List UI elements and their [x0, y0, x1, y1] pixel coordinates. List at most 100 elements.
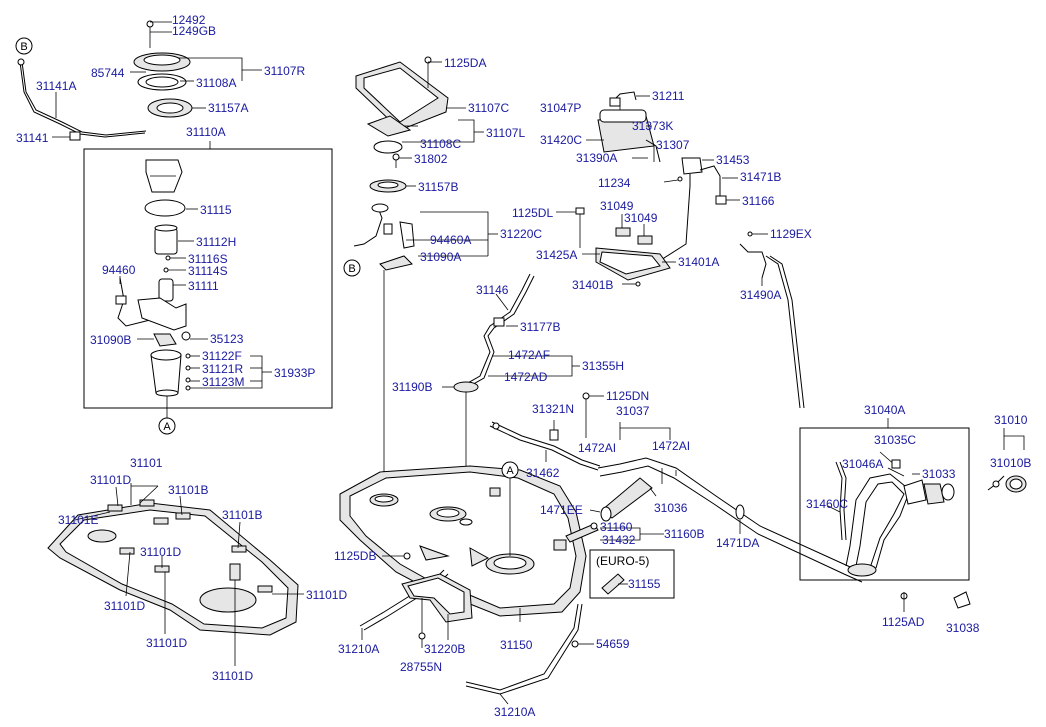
label-31211: 31211: [652, 89, 685, 103]
label-31401b: 31401B: [572, 278, 613, 292]
label-31425a: 31425A: [536, 248, 577, 262]
label-54659: 54659: [596, 637, 630, 651]
label-31157a: 31157A: [208, 101, 248, 115]
label-31110a: 31110A: [186, 125, 226, 139]
label-1125dl: 1125DL: [512, 206, 553, 220]
label-31101d-e: 31101D: [146, 636, 187, 650]
label-94460: 94460: [102, 263, 136, 277]
label-31046a: 31046A: [842, 457, 883, 471]
svg-text:B: B: [348, 263, 355, 275]
label-31401a: 31401A: [678, 255, 719, 269]
label-31107l: 31107L: [486, 126, 525, 140]
label-31432: 31432: [602, 533, 636, 547]
label-31121r: 31121R: [202, 362, 243, 376]
label-31049-a: 31049: [600, 199, 634, 213]
label-31101d-d: 31101D: [306, 588, 347, 602]
label-31355h: 31355H: [582, 359, 624, 373]
label-1249gb: 1249GB: [172, 24, 216, 38]
label-31307: 31307: [656, 138, 690, 152]
tank-cover-group: [355, 56, 484, 193]
label-31460c: 31460C: [806, 497, 848, 511]
label-31166: 31166: [742, 194, 775, 208]
label-1129ex: 1129EX: [770, 227, 812, 241]
fuel-sender-group: [353, 203, 498, 480]
label-94460a: 94460A: [430, 233, 471, 247]
reference-marker-b-top: B: [15, 37, 33, 55]
label-31033: 31033: [922, 467, 956, 481]
label-31160: 31160: [600, 520, 633, 534]
label-1472ai-a: 1472AI: [578, 441, 616, 455]
fuel-pump-module-group: [17, 20, 333, 418]
label-31146: 31146: [476, 283, 509, 297]
fuel-tank-assembly: [339, 465, 594, 705]
svg-text:A: A: [506, 465, 514, 477]
label-31177b: 31177B: [520, 320, 560, 334]
svg-text:B: B: [20, 41, 27, 53]
label-35123: 35123: [210, 332, 244, 346]
label-31190b: 31190B: [392, 380, 432, 394]
label-31150: 31150: [500, 638, 533, 652]
canister-group: [556, 91, 805, 409]
label-31040a: 31040A: [864, 403, 905, 417]
label-31090a: 31090A: [420, 250, 461, 264]
reference-marker-a-pump: A: [158, 417, 176, 435]
label-1471ee: 1471EE: [540, 503, 583, 517]
label-1471da: 1471DA: [716, 536, 759, 550]
label-31116s: 31116S: [188, 252, 228, 266]
label-31373k: 31373K: [632, 119, 673, 133]
label-1472af: 1472AF: [508, 348, 550, 362]
label-31037: 31037: [616, 404, 650, 418]
label-31108c: 31108C: [420, 137, 461, 151]
label-31471b: 31471B: [740, 170, 781, 184]
filler-neck-group: [489, 392, 1027, 612]
label-31157b: 31157B: [418, 180, 458, 194]
label-31141: 31141: [16, 131, 49, 145]
label-31210a-a: 31210A: [338, 642, 379, 656]
part-labels: 12492 1249GB 85744 31108A 31107R 31141A …: [16, 13, 1031, 719]
label-31420c: 31420C: [540, 133, 582, 147]
svg-text:A: A: [163, 421, 171, 433]
label-31220b: 31220B: [424, 642, 465, 656]
label-31035c: 31035C: [874, 433, 916, 447]
label-31114s: 31114S: [188, 264, 228, 278]
label-31453: 31453: [716, 153, 750, 167]
label-12492: 12492: [172, 13, 206, 27]
label-31490a: 31490A: [740, 288, 781, 302]
label-31123m: 31123M: [202, 375, 244, 389]
label-1125dn: 1125DN: [606, 389, 649, 403]
label-31101: 31101: [130, 456, 163, 470]
label-31101d-f: 31101D: [212, 669, 253, 683]
label-28755n: 28755N: [400, 660, 442, 674]
label-31390a: 31390A: [576, 151, 617, 165]
label-31111: 31111: [188, 279, 219, 293]
label-31107r: 31107R: [264, 64, 305, 78]
label-31101d-b: 31101D: [140, 545, 181, 559]
label-31141a: 31141A: [36, 79, 76, 93]
label-31101d-a: 31101D: [90, 473, 131, 487]
label-31802: 31802: [414, 152, 448, 166]
label-31107c: 31107C: [468, 101, 509, 115]
label-31462: 31462: [526, 466, 560, 480]
label-31010b: 31010B: [990, 456, 1031, 470]
label-11234: 11234: [598, 176, 631, 190]
label-31101b-b: 31101B: [222, 508, 262, 522]
label-31122f: 31122F: [202, 349, 242, 363]
label-31038: 31038: [946, 621, 980, 635]
label-1125ad: 1125AD: [882, 615, 925, 629]
label-31049-b: 31049: [624, 211, 658, 225]
label-31210a-b: 31210A: [494, 705, 535, 719]
label-85744: 85744: [91, 66, 125, 80]
label-31220c: 31220C: [500, 227, 542, 241]
label-31115: 31115: [200, 203, 232, 217]
label-31101b-a: 31101B: [168, 483, 208, 497]
label-31090b: 31090B: [90, 333, 131, 347]
label-1125db: 1125DB: [334, 549, 376, 563]
euro-5-note: (EURO-5): [596, 554, 649, 568]
reference-marker-b-sender: B: [343, 259, 361, 277]
label-31101d-c: 31101D: [104, 599, 145, 613]
reference-marker-a-tank: A: [501, 461, 519, 479]
tank-heat-shield-group: [47, 483, 304, 666]
label-31010: 31010: [994, 413, 1028, 427]
label-31112h: 31112H: [196, 235, 236, 249]
